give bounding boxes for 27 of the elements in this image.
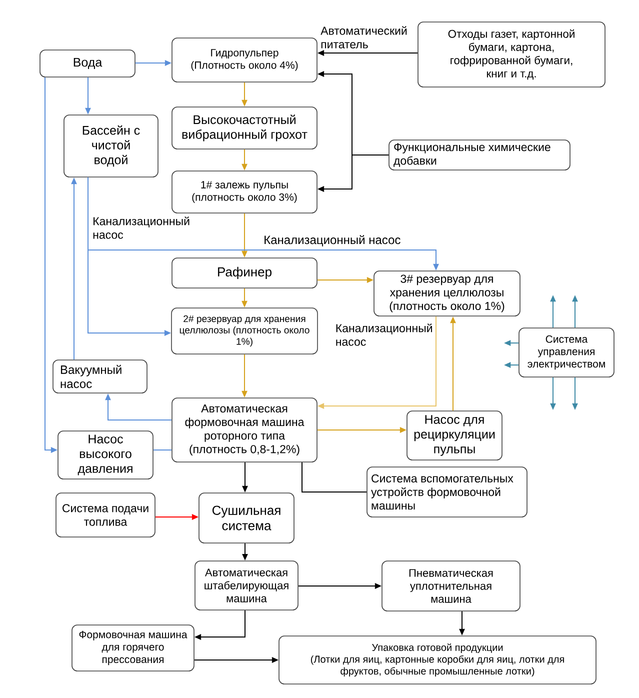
process-box: 2# резервуар для хранения целлюлозы (плотность около 1%) <box>171 308 318 354</box>
process-box: Гидропульпер (Плотность около 4%) <box>172 38 318 82</box>
process-box: Пневматическая уплотнительная машина <box>382 560 520 612</box>
process-box: Система управления электричеством <box>518 328 614 378</box>
process-box: Система вспомогательных устройств формовочной машины <box>366 466 528 518</box>
process-box: Вода <box>40 50 136 78</box>
edge-label: Канализационный насос <box>93 216 190 239</box>
process-box: 3# резервуар для хранения целлюлозы (плотность около 1%) <box>374 270 520 316</box>
edge-label: Автоматический питатель <box>320 26 407 48</box>
process-box: Бассейн с чистой водой <box>64 114 158 178</box>
process-box: Отходы газет, картонной бумаги, картона, гофрированной бумаги, книг и т.д. <box>418 22 606 88</box>
edge-label: Канализационный насос <box>336 324 432 346</box>
process-box: Формовочная машина для горячего прессования <box>72 624 194 672</box>
process-box: Сушильная система <box>198 492 294 544</box>
process-box: Автоматическая формовочная машина роторного типа (плотность 0,8-1,2%) <box>172 398 318 462</box>
process-box: 1# залежь пульпы (плотность около 3%) <box>172 170 318 214</box>
process-box: Функциональные химические добавки <box>388 140 570 170</box>
process-box: Система подачи топлива <box>56 492 156 538</box>
process-box: Высокочастотный вибрационный грохот <box>172 106 318 150</box>
process-box: Насос для рециркуляции пульпы <box>406 410 502 460</box>
connector-line <box>302 462 368 492</box>
edge-label: Канализационный насос <box>264 235 400 246</box>
process-box: Насос высокого давления <box>58 430 154 480</box>
process-box: Автоматическая штабелирующая машина <box>194 560 298 610</box>
process-box: Рафинер <box>172 258 318 288</box>
process-box: Вакуумный насос <box>52 360 148 394</box>
process-box: Упаковка готовой продукции (Лотки для яиц, картонные коробки для яиц, лотки для фруктов, обычные промышленные лотки) <box>278 636 596 684</box>
